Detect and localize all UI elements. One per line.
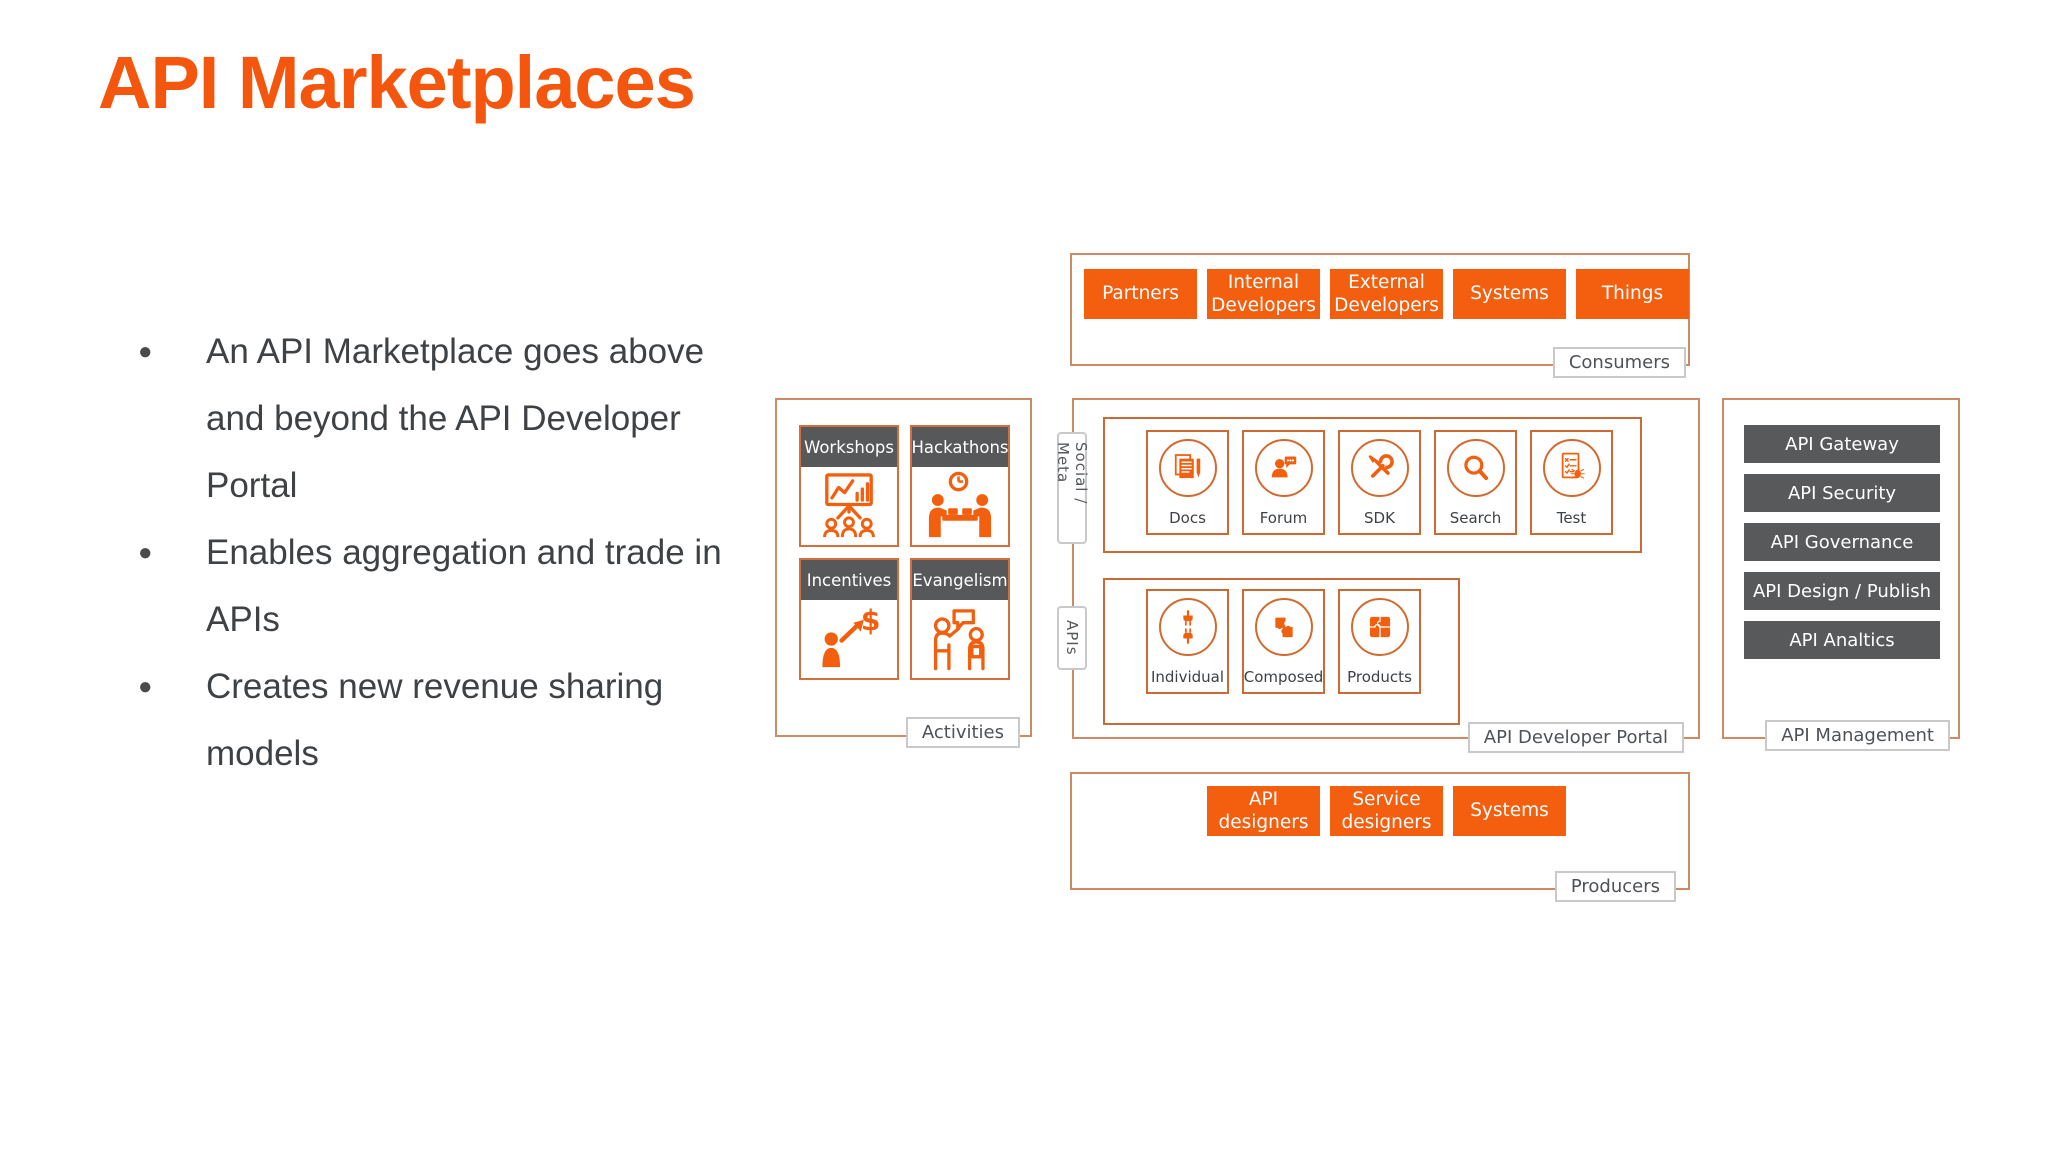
producers-box: API designers Service designers Systems … (1070, 772, 1690, 902)
mgmt-button-api-design-publish: API Design / Publish (1744, 572, 1940, 610)
api-management-box: API Gateway API Security API Governance … (1722, 398, 1960, 751)
consumer-button-internal-developers: Internal Developers (1207, 269, 1320, 319)
tile-docs-label: Docs (1169, 509, 1206, 527)
bullet-item: Creates new revenue sharing models (138, 653, 726, 787)
producer-button-service-designers: Service designers (1330, 786, 1443, 836)
tile-sdk: SDK (1338, 430, 1421, 535)
bullet-item: An API Marketplace goes above and beyond… (138, 318, 726, 519)
products-icon (1369, 616, 1390, 638)
api-management-label: API Management (1765, 720, 1950, 751)
mgmt-button-api-governance: API Governance (1744, 523, 1940, 561)
tile-individual: Individual (1146, 589, 1229, 694)
tile-incentives-header: Incentives (801, 560, 897, 600)
tile-workshops: Workshops (799, 425, 899, 547)
tile-forum: Forum (1242, 430, 1325, 535)
api-developer-portal-label: API Developer Portal (1467, 722, 1684, 753)
apis-label: APIs (1057, 606, 1087, 670)
producer-button-api-designers: API designers (1207, 786, 1320, 836)
tile-test-label: Test (1556, 509, 1587, 527)
social-meta-label: Social / Meta (1054, 432, 1090, 544)
sdk-icon (1367, 454, 1394, 478)
workshops-icon (823, 473, 875, 538)
incentives-icon: $ (822, 604, 881, 668)
test-icon (1561, 452, 1585, 479)
consumers-label: Consumers (1552, 347, 1686, 378)
tile-search-label: Search (1449, 509, 1502, 527)
tile-composed-label: Composed (1243, 668, 1324, 686)
forum-icon (1271, 456, 1296, 478)
activities-label: Activities (905, 717, 1020, 748)
social-meta-box: Docs (1103, 417, 1642, 553)
composed-icon (1274, 617, 1293, 638)
activities-tile-grid: Workshops (799, 425, 1010, 680)
mgmt-button-api-security: API Security (1744, 474, 1940, 512)
page-title: API Marketplaces (98, 41, 696, 124)
activities-box: Workshops (775, 398, 1032, 748)
docs-icon (1174, 454, 1200, 479)
tile-hackathons: Hackathons (910, 425, 1010, 547)
tile-search: Search (1434, 430, 1517, 535)
tile-docs: Docs (1146, 430, 1229, 535)
bullet-list: An API Marketplace goes above and beyond… (138, 318, 728, 787)
bullet-item: Enables aggregation and trade in APIs (138, 519, 726, 653)
svg-text:$: $ (861, 604, 881, 637)
tile-evangelism: Evangelism (910, 558, 1010, 680)
consumer-button-partners: Partners (1084, 269, 1197, 319)
individual-icon (1182, 610, 1193, 644)
apis-box: Individual Composed (1103, 578, 1460, 725)
producer-button-systems: Systems (1453, 786, 1566, 836)
tile-test: Test (1530, 430, 1613, 535)
tile-workshops-header: Workshops (801, 427, 897, 467)
tile-hackathons-header: Hackathons (911, 427, 1009, 467)
tile-evangelism-header: Evangelism (912, 560, 1008, 600)
evangelism-icon (933, 609, 985, 671)
mgmt-button-api-analtics: API Analtics (1744, 621, 1940, 659)
tile-sdk-label: SDK (1364, 509, 1395, 527)
producers-button-row: API designers Service designers Systems (1207, 786, 1566, 836)
tile-products: Products (1338, 589, 1421, 694)
producers-label: Producers (1554, 871, 1676, 902)
consumer-button-things: Things (1576, 269, 1689, 319)
consumer-button-external-developers: External Developers (1330, 269, 1443, 319)
tile-forum-label: Forum (1259, 509, 1308, 527)
api-developer-portal-box: Docs (1054, 398, 1700, 753)
tile-individual-label: Individual (1150, 668, 1225, 686)
tile-composed: Composed (1242, 589, 1325, 694)
mgmt-button-api-gateway: API Gateway (1744, 425, 1940, 463)
api-management-button-column: API Gateway API Security API Governance … (1744, 425, 1940, 659)
tile-incentives: Incentives $ (799, 558, 899, 680)
hackathons-icon (928, 471, 992, 538)
consumers-button-row: Partners Internal Developers External De… (1084, 269, 1689, 319)
search-icon (1463, 455, 1488, 481)
consumers-box: Partners Internal Developers External De… (1070, 253, 1690, 378)
consumer-button-systems: Systems (1453, 269, 1566, 319)
tile-products-label: Products (1347, 668, 1412, 686)
